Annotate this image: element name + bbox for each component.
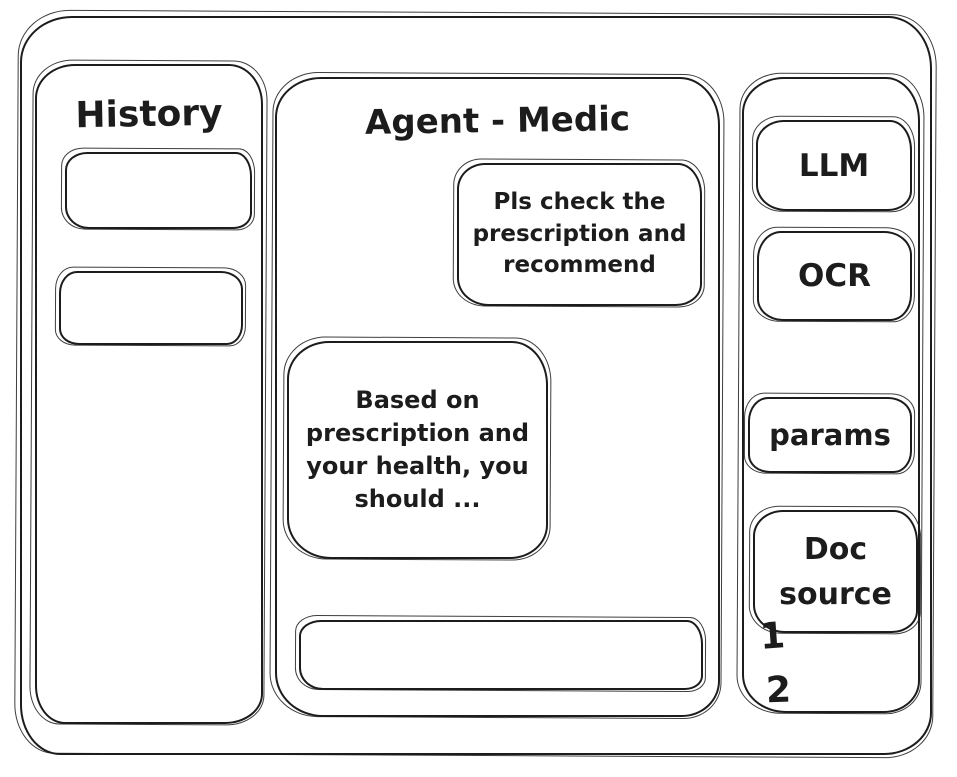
ocr-button[interactable]: OCR	[757, 231, 912, 321]
doc-source-item-2[interactable]: 2	[765, 669, 792, 712]
app-window: History Agent - Medic Pls check the pres…	[20, 16, 932, 755]
chat-title: Agent - Medic	[364, 99, 631, 143]
params-button-label: params	[769, 418, 891, 452]
params-button[interactable]: params	[748, 397, 912, 473]
history-title: History	[75, 92, 223, 137]
doc-source-button[interactable]: Doc source	[753, 510, 918, 633]
chat-message-assistant-text: Based on prescription and your health, y…	[305, 385, 530, 514]
llm-button-label: LLM	[798, 147, 870, 184]
doc-source-item-1[interactable]: 1	[758, 615, 787, 658]
history-panel: History	[35, 64, 263, 724]
chat-input[interactable]	[301, 622, 701, 688]
llm-button[interactable]: LLM	[756, 120, 912, 211]
chat-panel: Agent - Medic Pls check the prescription…	[275, 77, 720, 717]
chat-input-bar	[299, 620, 703, 690]
ocr-button-label: OCR	[798, 258, 871, 294]
chat-message-user: Pls check the prescription and recommend	[457, 163, 702, 306]
chat-message-user-text: Pls check the prescription and recommend	[472, 188, 687, 279]
chat-message-assistant: Based on prescription and your health, y…	[287, 341, 548, 559]
history-item[interactable]	[59, 271, 243, 345]
history-item[interactable]	[65, 152, 252, 229]
doc-source-button-label: Doc source	[779, 531, 892, 612]
tools-panel: LLM OCR params Doc source 1 2	[742, 77, 920, 713]
